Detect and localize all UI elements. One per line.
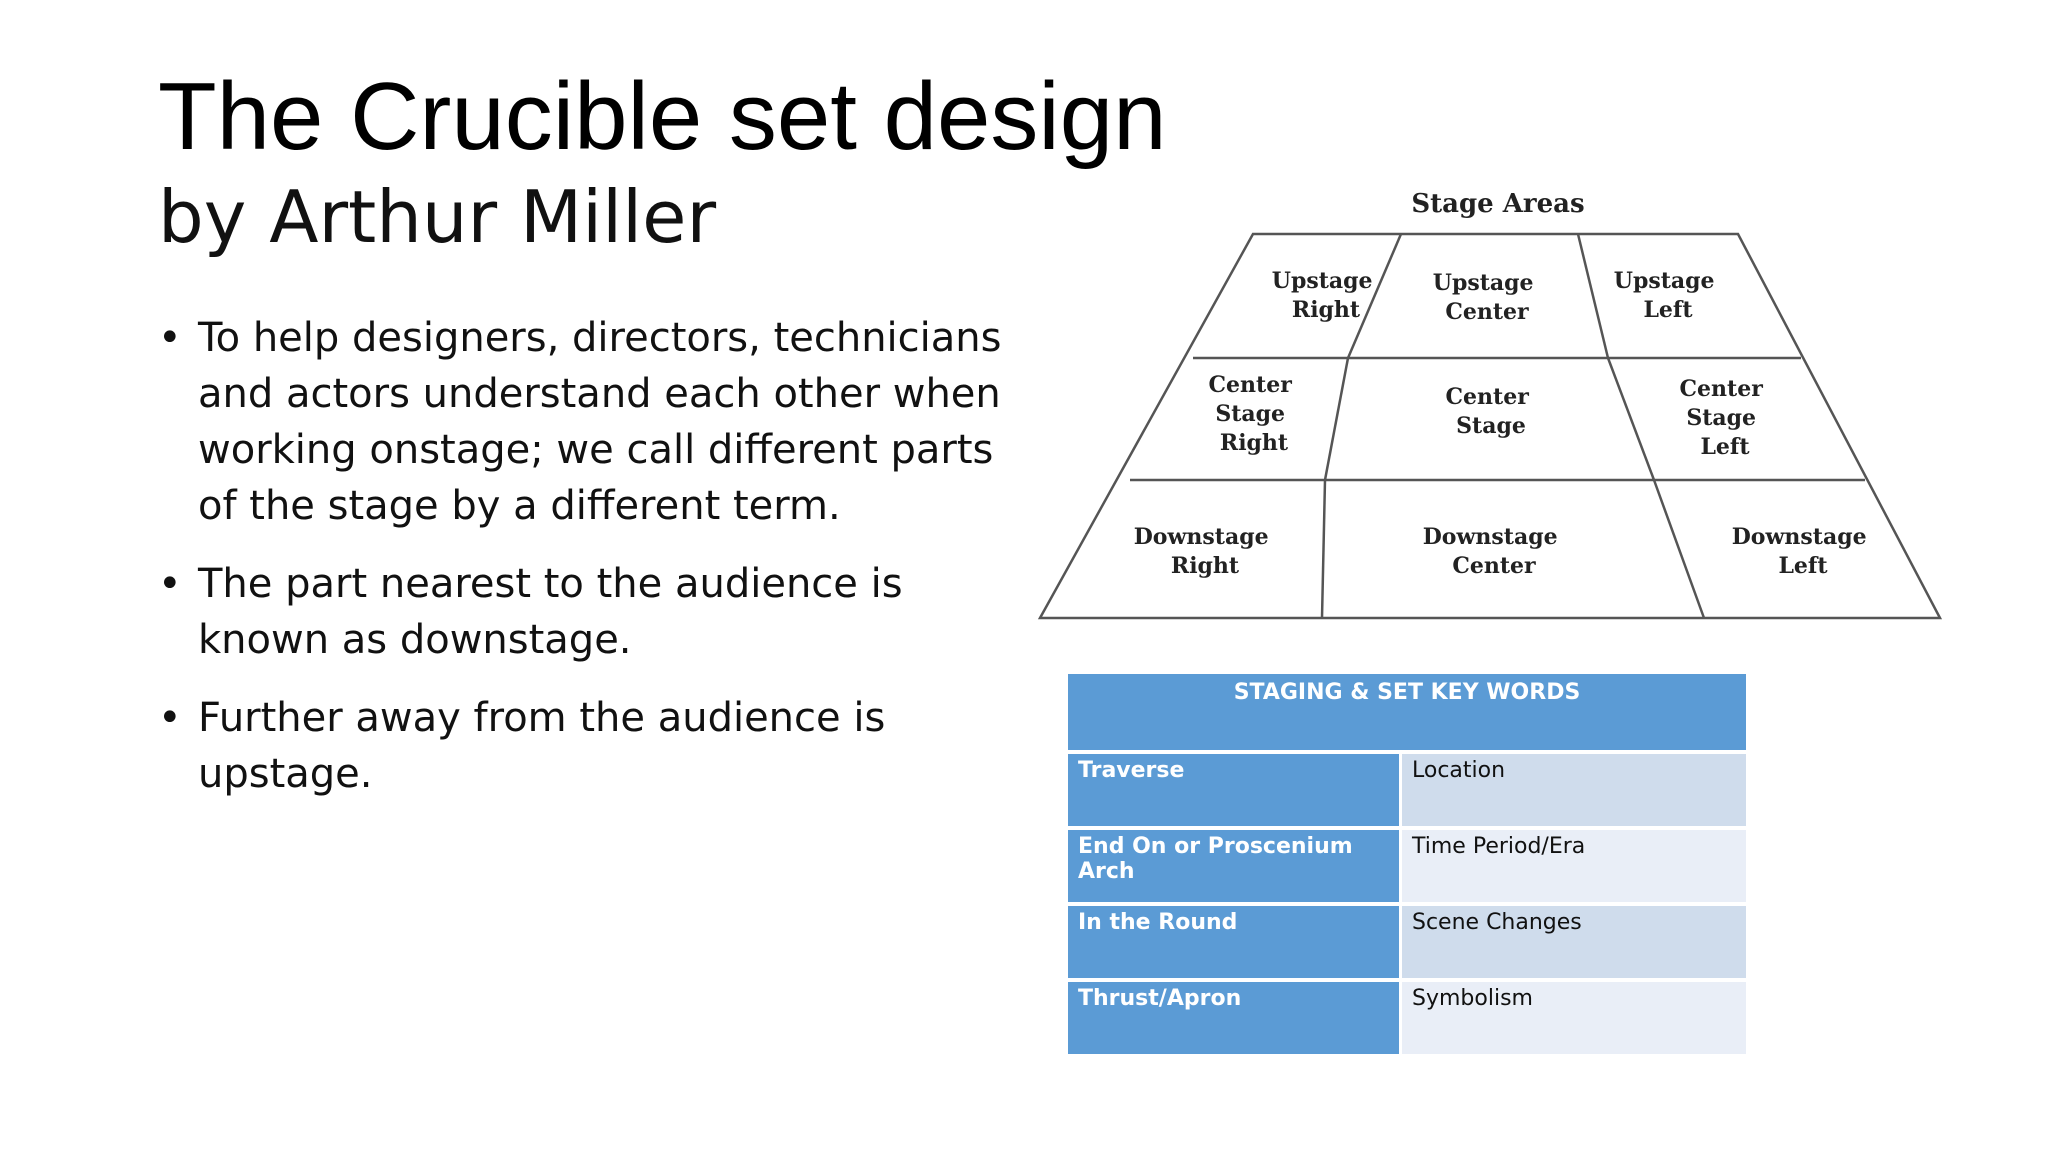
area-upstage-left: Upstage Left: [1614, 268, 1722, 323]
area-center-stage-left: Center Stage Left: [1680, 376, 1771, 460]
keyword-term: Traverse: [1068, 754, 1402, 826]
keywords-header-row: STAGING & SET KEY WORDS: [1068, 674, 1746, 750]
bullet-glyph: •: [158, 695, 182, 741]
keyword-term: Thrust/Apron: [1068, 982, 1402, 1054]
keyword-term: In the Round: [1068, 906, 1402, 978]
bullet-item: • The part nearest to the audience is kn…: [158, 556, 1018, 668]
area-downstage-center: Downstage Center: [1423, 524, 1566, 579]
area-center-stage-right: Center Stage Right: [1209, 372, 1300, 456]
bullet-glyph: •: [158, 315, 182, 361]
bullet-text: The part nearest to the audience is know…: [198, 561, 903, 663]
area-upstage-center: Upstage Center: [1433, 270, 1541, 325]
area-downstage-right: Downstage Right: [1134, 524, 1277, 579]
stage-col-divider: [1606, 357, 1656, 481]
keyword-associated: Location: [1402, 754, 1746, 826]
slide-subtitle: by Arthur Miller: [158, 175, 717, 259]
table-row: End On or Proscenium Arch Time Period/Er…: [1068, 830, 1746, 902]
stage-col-divider: [1323, 357, 1350, 481]
bullet-list: • To help designers, directors, technici…: [158, 310, 1018, 824]
area-upstage-right: Upstage Right: [1272, 268, 1380, 323]
keyword-associated: Time Period/Era: [1402, 830, 1746, 902]
stage-outline: [1037, 232, 1943, 620]
bullet-glyph: •: [158, 561, 182, 607]
slide-title: The Crucible set design: [158, 63, 1167, 170]
stage-heading: Stage Areas: [1411, 189, 1584, 219]
area-downstage-left: Downstage Left: [1732, 524, 1875, 579]
bullet-item: • Further away from the audience is upst…: [158, 690, 1018, 802]
keywords-header: STAGING & SET KEY WORDS: [1068, 674, 1746, 750]
keyword-term: End On or Proscenium Arch: [1068, 830, 1402, 902]
table-row: Traverse Location: [1068, 754, 1746, 826]
table-row: Thrust/Apron Symbolism: [1068, 982, 1746, 1054]
area-center-stage: Center Stage: [1446, 384, 1537, 439]
stage-col-divider: [1576, 233, 1610, 359]
bullet-text: To help designers, directors, technician…: [198, 315, 1002, 529]
stage-col-divider: [1652, 479, 1706, 619]
keyword-associated: Scene Changes: [1402, 906, 1746, 978]
bullet-text: Further away from the audience is upstag…: [198, 695, 886, 797]
keyword-associated: Symbolism: [1402, 982, 1746, 1054]
stage-col-divider: [1320, 479, 1327, 619]
stage-grid: [1037, 232, 1943, 620]
table-row: In the Round Scene Changes: [1068, 906, 1746, 978]
keywords-table: STAGING & SET KEY WORDS Traverse Locatio…: [1068, 670, 1746, 1058]
stage-col-divider: [1346, 233, 1403, 359]
stage-areas-diagram: Stage Areas Upstage Right Upstage Center…: [1037, 189, 1943, 620]
bullet-item: • To help designers, directors, technici…: [158, 310, 1018, 534]
